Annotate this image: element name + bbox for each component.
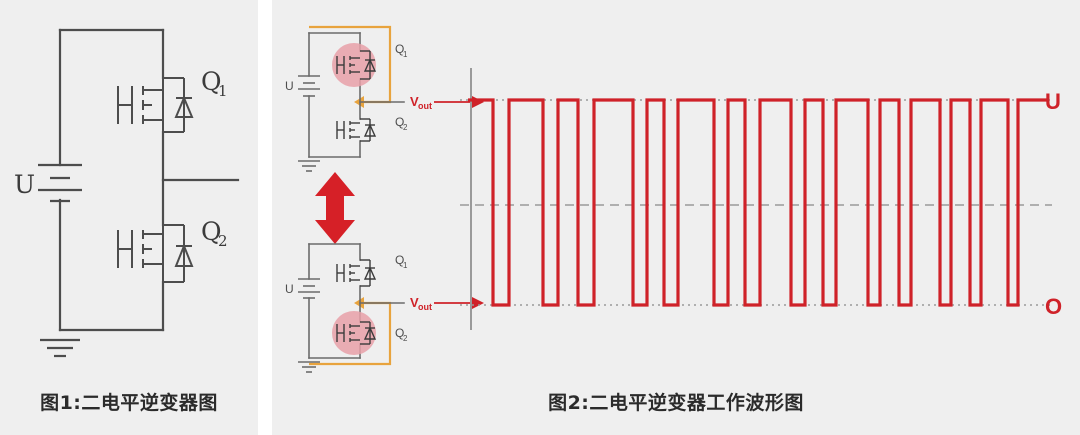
source-label-U: U [285,282,294,296]
figure2-state-bottom-circuit: U Q [285,243,484,373]
chart-gridlines [460,99,1052,306]
mosfet-q1-icon [336,50,377,80]
mosfet-q1-label: Q [395,42,404,56]
mosfet-q2-sub: 2 [403,123,408,132]
mosfet-q1-sub: 1 [218,82,228,100]
figure1-circuit-diagram: U [14,28,240,358]
ground-icon [40,338,80,358]
mosfet-q2-label: Q [201,217,222,246]
mosfet-q1-sub: 1 [403,261,408,270]
mosfet-q2-icon [336,118,377,142]
pwm-waveform-chart: U O [460,68,1062,330]
mosfet-q2-label: Q [395,326,404,340]
mosfet-q2-sub: 2 [403,334,408,343]
chart-waveform-trace [468,98,1048,307]
output-label-vout: V [410,295,419,310]
mosfet-q2-sub: 2 [218,232,228,250]
chart-level-label-high: U [1045,89,1061,114]
output-arrow-icon [434,297,484,309]
mosfet-q1-sub: 1 [403,50,408,59]
conduction-arrow-icon [354,96,364,108]
dc-source-icon [298,278,320,299]
figure1-caption: 图1:二电平逆变器图 [40,392,218,414]
dc-source-icon [298,75,320,97]
output-label-vout-sub: out [418,302,432,312]
double-headed-vertical-arrow-icon [315,172,355,244]
mosfet-q2-label: Q [395,115,404,129]
ground-icon [298,361,320,373]
output-label-vout: V [410,94,419,109]
mosfet-q1-icon [336,259,377,287]
source-label-U: U [14,170,35,199]
mosfet-q1-icon [117,77,194,133]
mosfet-q2-icon [336,321,377,345]
figure1-panel: U [0,0,258,435]
chart-level-label-low: O [1045,294,1062,319]
figure2-caption: 图2:二电平逆变器工作波形图 [548,392,804,414]
mosfet-q1-label: Q [395,253,404,267]
output-label-vout-sub: out [418,101,432,111]
figure2-panel: U [272,0,1080,435]
state-toggle-arrow [315,172,355,244]
source-label-U: U [285,79,294,93]
mosfet-q1-label: Q [201,67,222,96]
dc-source-icon [38,163,82,203]
conduction-arrow-icon [354,297,364,309]
ground-icon [298,160,320,172]
mosfet-q2-icon [117,224,194,283]
